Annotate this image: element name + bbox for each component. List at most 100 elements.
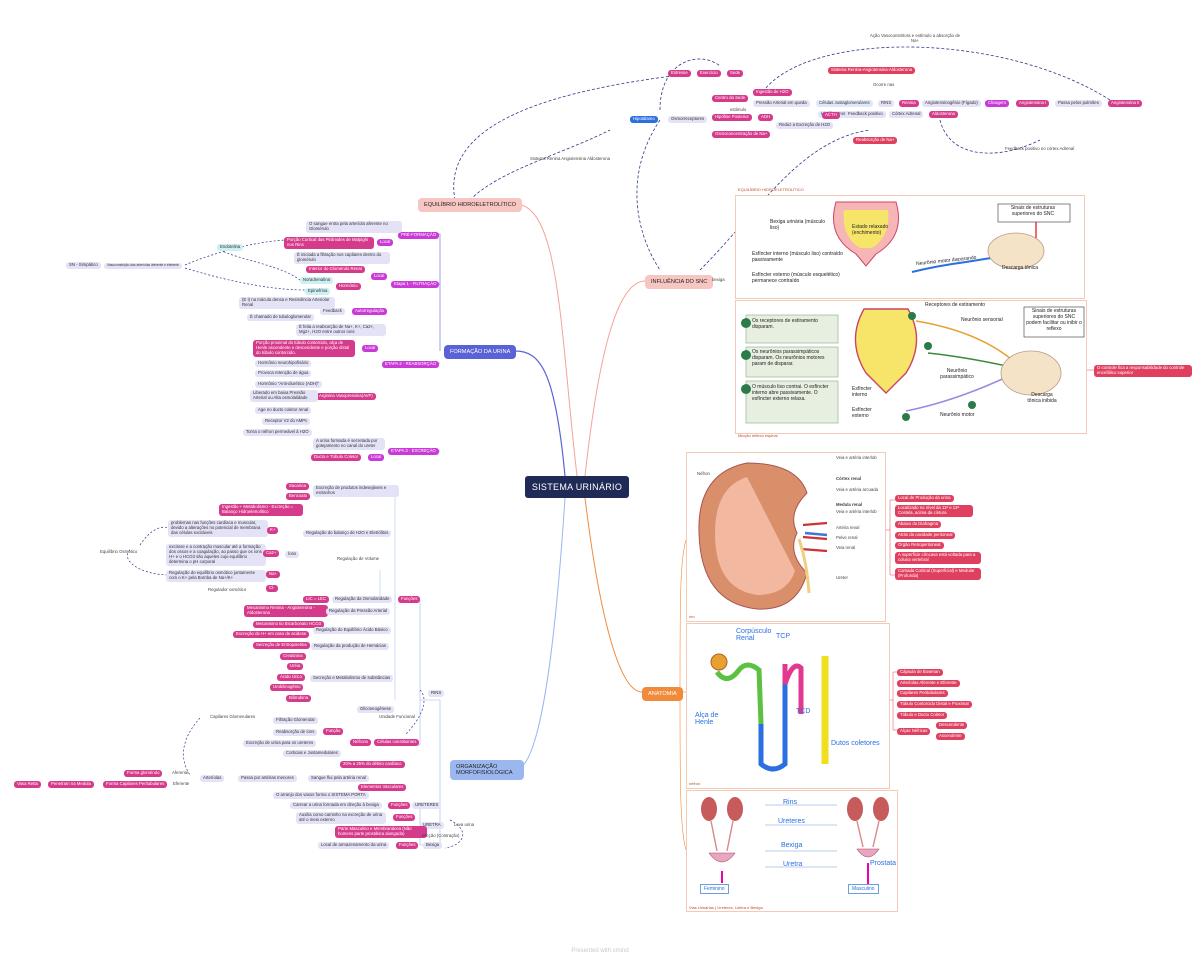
autorregulacao-node[interactable]: Autorregulação	[352, 308, 388, 315]
central-topic[interactable]: SISTEMA URINÁRIO	[525, 476, 629, 498]
eritropoietina-node[interactable]: Secreção de Eritropoietina	[253, 642, 310, 649]
arteriolas-node[interactable]: Arteríolas	[200, 775, 225, 782]
hormonio-ad-node[interactable]: Hormônio "Anti-diurético (ADH)"	[255, 381, 323, 388]
vasopressina-node[interactable]: Arginina Vasopressina(AVP)	[316, 393, 376, 400]
osmoconc-node[interactable]: Osmoconcentração de Na+	[712, 131, 771, 138]
arranjo-node[interactable]: O arranjo dos vasos forma o SISTEMA PORT…	[273, 792, 369, 799]
forma-glomerulo-node[interactable]: Forma glomérulo	[124, 770, 163, 777]
local-1-node[interactable]: Local	[377, 239, 394, 246]
receptor-node[interactable]: Receptor V2 do AMPc	[262, 418, 311, 425]
passa-menores-node[interactable]: Passa por artérias menores	[238, 775, 297, 782]
sacarina-node[interactable]: Sacarina	[286, 483, 309, 490]
hipotalamo-node[interactable]: Hipotálamo	[630, 116, 658, 123]
mecanismo-raa-node[interactable]: Mecanismo Renina - Angiotensina - Aldost…	[244, 605, 328, 617]
funcoes3-node[interactable]: Funções	[393, 814, 416, 821]
porcao-node[interactable]: Porção Cortical das Pirâmides de Malpigh…	[284, 237, 374, 249]
vasa-reta-node[interactable]: Vasa Retta	[14, 781, 41, 788]
lic-lec-node[interactable]: LIC = LEC	[303, 596, 329, 603]
rim-note-5[interactable]: A superfície côncava está voltada para a…	[895, 552, 981, 564]
excrecao-urina-node[interactable]: Excreção de urina para os ureteres	[243, 740, 317, 747]
bexiga-org-node[interactable]: Bexiga	[423, 842, 443, 849]
nefron-note-0[interactable]: Cápsula de Bowman	[897, 669, 943, 676]
descendente-node[interactable]: Descendente	[936, 722, 968, 729]
local-arm-node[interactable]: Local de armazenamento da urina	[318, 842, 390, 849]
ingestao-bal-node[interactable]: Ingestão + Metabolismo - Excreção = Bala…	[219, 504, 303, 516]
etapa3-node[interactable]: ETAPA 3 - EXCREÇÃO	[388, 448, 439, 455]
acido-base-node[interactable]: Regulação do Equilíbrio Ácido Básico	[313, 627, 391, 634]
pressao-queda-node[interactable]: Pressão Arterial em queda	[753, 100, 810, 107]
reduz-node[interactable]: Reduz a Excreção de H2O	[776, 122, 834, 129]
excrecao-node[interactable]: Excreção de produtos indesejáveis e estr…	[313, 485, 399, 497]
estresse-node[interactable]: Estresse	[668, 70, 691, 77]
ureia-node[interactable]: Uréia	[287, 663, 304, 670]
osmorreceptores-node[interactable]: Osmorreceptores	[668, 116, 708, 123]
ca-node[interactable]: Ca2+	[263, 550, 280, 557]
torna-node[interactable]: Torna o néfron permeável à H2O	[243, 429, 312, 436]
local-etapa1-node[interactable]: Local	[371, 273, 388, 280]
rim-note-2[interactable]: Abaixo do Diafragma	[895, 521, 942, 528]
branch-influencia[interactable]: INFLUÊNCIA DO SNC	[645, 275, 714, 289]
nefron-note-4[interactable]: Túbulo e Ducto Coletor	[897, 712, 948, 719]
celulas-node[interactable]: Células constituintes	[374, 739, 420, 746]
hipofise-node[interactable]: Hipófise Posterior	[712, 114, 752, 121]
ingestao-node[interactable]: Ingestão de H2O	[753, 89, 792, 96]
rim-note-1[interactable]: Localizado no nível da 11ª e 12ª Costela…	[895, 505, 973, 517]
pressao-node[interactable]: Regulação da Pressão Arterial	[326, 608, 391, 615]
na-node[interactable]: Na+	[266, 571, 281, 578]
bilirrubina-node[interactable]: Bilirrubina	[286, 695, 312, 702]
branch-anatomia[interactable]: ANATOMIA	[642, 687, 683, 701]
local-2-node[interactable]: Local	[362, 345, 379, 352]
angiotensina1-node[interactable]: Angiotensina I	[1016, 100, 1050, 107]
urobilinogenio-node[interactable]: Urobilinogênio	[270, 684, 304, 691]
gliconeogenese-node[interactable]: Gliconeogênese	[357, 706, 395, 713]
secrecao-node[interactable]: Secreção e Metabolismo de substâncias	[310, 675, 394, 682]
age-node[interactable]: Age no ducto coletor renal	[255, 407, 312, 414]
branch-equilibrio[interactable]: EQUILÍBRIO HIDROELETROLÍTICO	[418, 198, 523, 212]
tubulo-node[interactable]: É chamado de tubuloglomerular	[247, 314, 314, 321]
rim-note-0[interactable]: Local de Produção da urina	[895, 495, 954, 502]
nefron-note-3[interactable]: Túbulo Contorcido Distal e Proximal	[897, 701, 972, 708]
hormonio-node[interactable]: Hormônio	[336, 283, 361, 290]
noradrenalina-node[interactable]: Noradrenalina	[300, 277, 333, 284]
reabsorcao-org-node[interactable]: Reabsorção de íons	[273, 729, 318, 736]
sn-simpatico-node[interactable]: SN - Simpático	[66, 262, 101, 269]
uretra-node[interactable]: URETRA	[420, 822, 444, 829]
feedback-node[interactable]: Feedback	[320, 308, 345, 315]
rins-org-node[interactable]: RINS	[428, 690, 445, 697]
interior-node[interactable]: Interior do Glomérulo Renal	[306, 266, 365, 273]
provoca-node[interactable]: Provoca retenção de água	[255, 370, 312, 377]
cl-node[interactable]: Cl-	[266, 585, 278, 592]
perc-node[interactable]: 20% a 25% do débito cardíaco	[340, 761, 405, 768]
local-3-node[interactable]: Local	[368, 454, 385, 461]
srraa-node[interactable]: Sistema Renina-Angiotensina-Aldosterona	[828, 67, 915, 74]
funcoes-node[interactable]: Funções	[398, 596, 421, 603]
centro-sede-node[interactable]: Centro da Sede	[712, 95, 749, 102]
clivagem-node[interactable]: Clivagem	[985, 100, 1009, 107]
liberado-node[interactable]: Liberado em baixa Pressão Arterial ou Al…	[250, 390, 318, 402]
angiotensina2-node[interactable]: Angiotensina II	[1108, 100, 1143, 107]
angiotensinogenio-node[interactable]: Angiotensinogênio (Fígado)	[922, 100, 981, 107]
alcas-node[interactable]: Alças Néfricas	[897, 728, 931, 735]
endotelina-node[interactable]: Endotelina	[217, 244, 244, 251]
reabsorcao-na-node[interactable]: Reabsorção de Na+	[853, 137, 898, 144]
parte-node[interactable]: Parte Masculino e Membranácea (Não homen…	[335, 826, 427, 838]
creatinina-node[interactable]: Creatinina	[280, 653, 306, 660]
epinefrina-node[interactable]: Epinefrina	[305, 288, 331, 295]
penetram-node[interactable]: Penetram na Medula	[48, 781, 94, 788]
hormonio-n-node[interactable]: Hormônio neurohipofisário	[255, 360, 312, 367]
etapa2-node[interactable]: ETAPA 2 - REABSORÇÃO	[382, 361, 439, 368]
rim-note-3[interactable]: Atrás da cavidade peritoneal	[895, 532, 956, 539]
sangue-arterial-node[interactable]: Sangue flui pela artéria renal	[308, 775, 369, 782]
controle-node[interactable]: O controle fica a responsabilidade do co…	[1094, 365, 1192, 377]
nefron-note-2[interactable]: Capilares Peritubulares	[897, 690, 948, 697]
exercicio-node[interactable]: Exercício	[697, 70, 721, 77]
excrecao-h-node[interactable]: Excreção de H+ em caso de acidose	[233, 631, 310, 638]
rim-note-4[interactable]: Órgão Retroperitoneal	[895, 542, 944, 549]
ducto-node[interactable]: Ducto e Túbulo Coletor	[311, 454, 362, 461]
elementos-node[interactable]: Elementos Vasculares	[358, 784, 407, 791]
sangue-node[interactable]: O sangue entra pela arteríola aferente n…	[306, 221, 402, 233]
forma-capilares-node[interactable]: Forma Capilares Peritubulares	[103, 781, 168, 788]
feita-node[interactable]: É feita a reabsorção de Na+, K+, Ca2+, M…	[296, 324, 386, 336]
cortex-adrenal-node[interactable]: Córtex Adrenal	[889, 111, 924, 118]
ascendente-node[interactable]: Ascendente	[936, 733, 965, 740]
